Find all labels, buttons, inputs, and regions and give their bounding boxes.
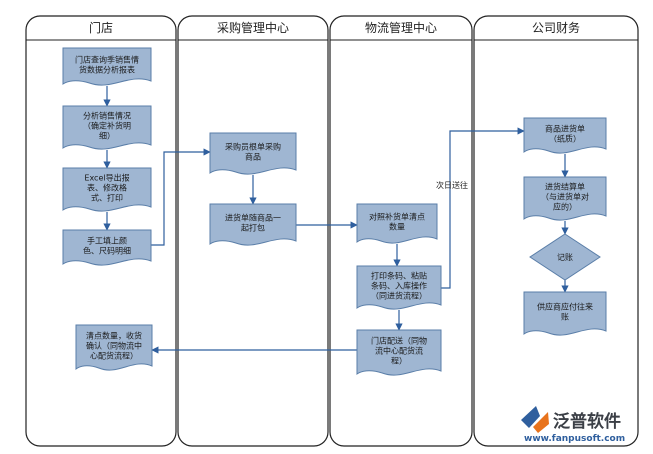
node-label-line: 货数据分析报表 bbox=[79, 65, 135, 75]
node-label-line: 起打包 bbox=[241, 223, 265, 233]
node-label-line: 心配货流程） bbox=[90, 351, 138, 361]
node-label-line: 手工填上颜 bbox=[87, 236, 127, 246]
node-label-line: 进货结算单 bbox=[545, 182, 585, 192]
node-label-line: 分析销售情况 bbox=[83, 111, 131, 121]
node-label-line: 商品进货单 bbox=[545, 124, 585, 134]
lane-title: 门店 bbox=[89, 20, 113, 35]
node-label-line: Excel导出报 bbox=[84, 173, 129, 183]
node-label-line: 数量 bbox=[389, 222, 405, 232]
logo-url: www.fanpusoft.com bbox=[524, 434, 625, 444]
connectors: 次日送往 bbox=[103, 86, 569, 354]
connector-arrow bbox=[151, 148, 211, 246]
node-label-line: 采购员根单采购 bbox=[225, 142, 281, 152]
document-shape bbox=[62, 229, 152, 266]
node-label-line: 细） bbox=[99, 131, 115, 141]
edge-n9-n11: 次日送往 bbox=[436, 127, 525, 289]
lane-title: 采购管理中心 bbox=[217, 20, 289, 35]
node-label-line: 进货单随商品一 bbox=[225, 213, 281, 223]
node-n11: 商品进货单（纸质） bbox=[523, 117, 607, 154]
node-label-line: 商品 bbox=[245, 152, 261, 162]
logo-brand-name: 泛普软件 bbox=[553, 411, 621, 432]
node-label-line: 程） bbox=[391, 357, 407, 366]
document-shape bbox=[523, 291, 607, 336]
connector-arrow bbox=[441, 127, 525, 289]
edge-n4-n6 bbox=[151, 148, 211, 246]
node-label-line: 表、修改格 bbox=[87, 183, 127, 193]
brand-logo: 泛普软件 www.fanpusoft.com bbox=[521, 406, 625, 444]
lane-border bbox=[25, 15, 177, 447]
lane-logistics: 物流管理中心 bbox=[329, 15, 473, 447]
document-shape bbox=[356, 265, 442, 310]
node-label-line: 色、尺码明细 bbox=[83, 246, 131, 256]
node-label-line: 确认（同物流中 bbox=[86, 341, 142, 351]
node-label-line: 条码、入库操作 bbox=[371, 281, 427, 291]
node-label-line: 供应商应付往来 bbox=[537, 302, 593, 312]
document-shape bbox=[209, 203, 297, 246]
node-label-line: 式、打印 bbox=[91, 193, 123, 203]
lane-border bbox=[473, 15, 639, 447]
node-label-line: 打印条码、粘贴 bbox=[371, 271, 427, 281]
lane-purchase: 采购管理中心 bbox=[177, 15, 329, 447]
node-label-line: 对照补货单清点 bbox=[369, 212, 425, 222]
document-shape bbox=[209, 132, 297, 175]
lane-title: 公司财务 bbox=[532, 20, 580, 35]
document-shape bbox=[75, 324, 153, 371]
node-label-line: （纸质） bbox=[549, 134, 581, 144]
node-label-line: （与进货单对 bbox=[541, 192, 589, 202]
document-shape bbox=[356, 203, 438, 244]
logo-mark-orange bbox=[533, 412, 549, 433]
document-shape bbox=[523, 176, 607, 221]
lane-border bbox=[329, 15, 473, 447]
node-label-line: 流中心配货流 bbox=[375, 346, 423, 356]
node-n13: 记账 bbox=[529, 233, 601, 281]
node-label-line: （同进货流程） bbox=[371, 291, 427, 301]
lane-border bbox=[177, 15, 329, 447]
node-label-line: 账 bbox=[561, 313, 569, 322]
document-shape bbox=[62, 167, 152, 212]
document-shape bbox=[356, 329, 442, 376]
edge-label: 次日送往 bbox=[436, 180, 468, 190]
process-nodes: 门店查询季销售情货数据分析报表分析销售情况（确定补货明细）Excel导出报表、修… bbox=[62, 47, 607, 376]
lane-store: 门店 bbox=[25, 15, 177, 447]
node-label-line: 门店查询季销售情 bbox=[75, 55, 139, 65]
node-label-line: 门店配送（同物 bbox=[371, 336, 427, 346]
lane-title: 物流管理中心 bbox=[365, 20, 437, 35]
document-shape bbox=[523, 117, 607, 154]
lane-finance: 公司财务 bbox=[473, 15, 639, 447]
node-label-line: 记账 bbox=[557, 253, 573, 262]
node-label-line: （确定补货明 bbox=[83, 121, 131, 131]
swimlanes: 门店 采购管理中心 物流管理中心 公司财务 bbox=[25, 15, 639, 447]
document-shape bbox=[62, 47, 152, 86]
document-shape bbox=[62, 105, 152, 150]
node-label-line: 清点数量，收货 bbox=[86, 331, 142, 341]
decision-diamond bbox=[529, 233, 601, 281]
node-label-line: 应的） bbox=[553, 202, 577, 212]
logo-mark-blue bbox=[521, 406, 540, 428]
